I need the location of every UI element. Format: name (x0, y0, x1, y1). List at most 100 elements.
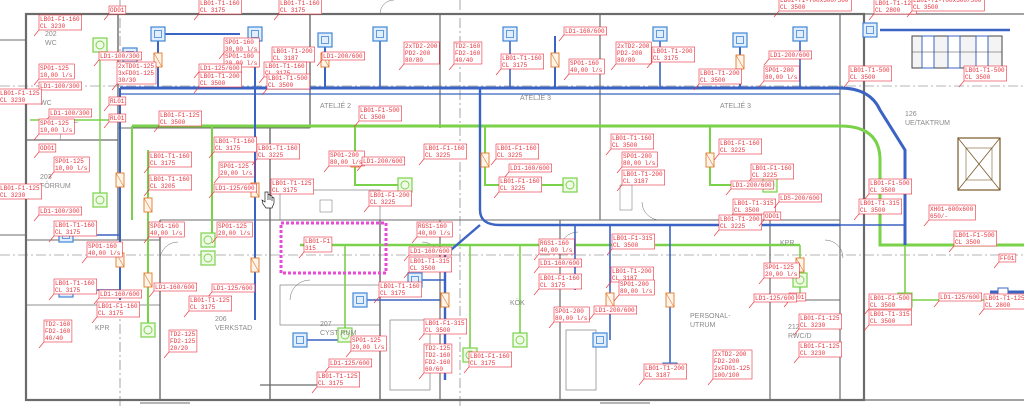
extract-diffuser-icon[interactable] (337, 327, 353, 343)
damper-icon[interactable] (550, 52, 560, 68)
damper-icon[interactable] (153, 52, 163, 68)
duct-annotation[interactable]: LD1-160/600 (148, 282, 198, 298)
duct-annotation[interactable]: RL01 (103, 113, 127, 129)
duct-annotation[interactable]: LD1-160/600 (503, 163, 553, 179)
damper-icon[interactable] (480, 152, 490, 168)
duct-annotation[interactable]: OD01 (103, 5, 127, 21)
extract-diffuser-icon[interactable] (200, 250, 216, 266)
damper-icon[interactable] (250, 257, 260, 273)
duct-annotation[interactable]: LD1-160/600 (93, 289, 143, 305)
duct-annotation[interactable]: LD1-125/600 (208, 183, 258, 199)
duct-annotation[interactable]: LD1-200/600 (316, 51, 366, 67)
supply-diffuser-icon[interactable] (862, 22, 878, 38)
extract-diffuser-icon[interactable] (397, 177, 413, 193)
supply-diffuser-icon[interactable] (732, 32, 748, 48)
supply-diffuser-icon[interactable] (372, 26, 388, 42)
duct-annotation[interactable]: LD1-100/300 (93, 51, 143, 67)
duct-annotation[interactable]: OD01 (33, 143, 57, 159)
duct-annotation[interactable]: LDS-200/600 (773, 193, 823, 209)
extract-diffuser-icon[interactable] (200, 232, 216, 248)
extract-diffuser-icon[interactable] (92, 37, 108, 53)
supply-diffuser-icon[interactable] (592, 332, 608, 348)
extract-diffuser-icon[interactable] (562, 177, 578, 193)
supply-diffuser-icon[interactable] (150, 26, 166, 42)
duct-annotation[interactable]: OD01 (758, 211, 782, 227)
damper-icon[interactable] (705, 152, 715, 168)
duct-annotation[interactable]: LD1-125/600 (323, 358, 373, 374)
supply-diffuser-icon[interactable] (317, 32, 333, 48)
supply-diffuser-icon[interactable] (502, 26, 518, 42)
damper-icon[interactable] (440, 292, 450, 308)
duct-annotation[interactable]: RL01 (103, 96, 127, 112)
duct-annotation[interactable]: LD1-125/600 (933, 292, 983, 308)
air-handling-unit[interactable] (911, 35, 1024, 299)
supply-diffuser-icon[interactable] (352, 292, 368, 308)
extract-diffuser-icon[interactable] (512, 332, 528, 348)
duct-annotation[interactable]: LD1-160/600 (533, 258, 583, 274)
duct-annotation[interactable]: LD1-160/600 (403, 246, 453, 262)
extract-diffuser-icon[interactable] (140, 322, 156, 338)
duct-annotation[interactable]: LD1-100/300 (33, 206, 83, 222)
duct-annotation[interactable]: LD1-200/600 (725, 180, 775, 196)
damper-icon[interactable] (143, 197, 153, 213)
extract-diffuser-icon[interactable] (92, 192, 108, 208)
